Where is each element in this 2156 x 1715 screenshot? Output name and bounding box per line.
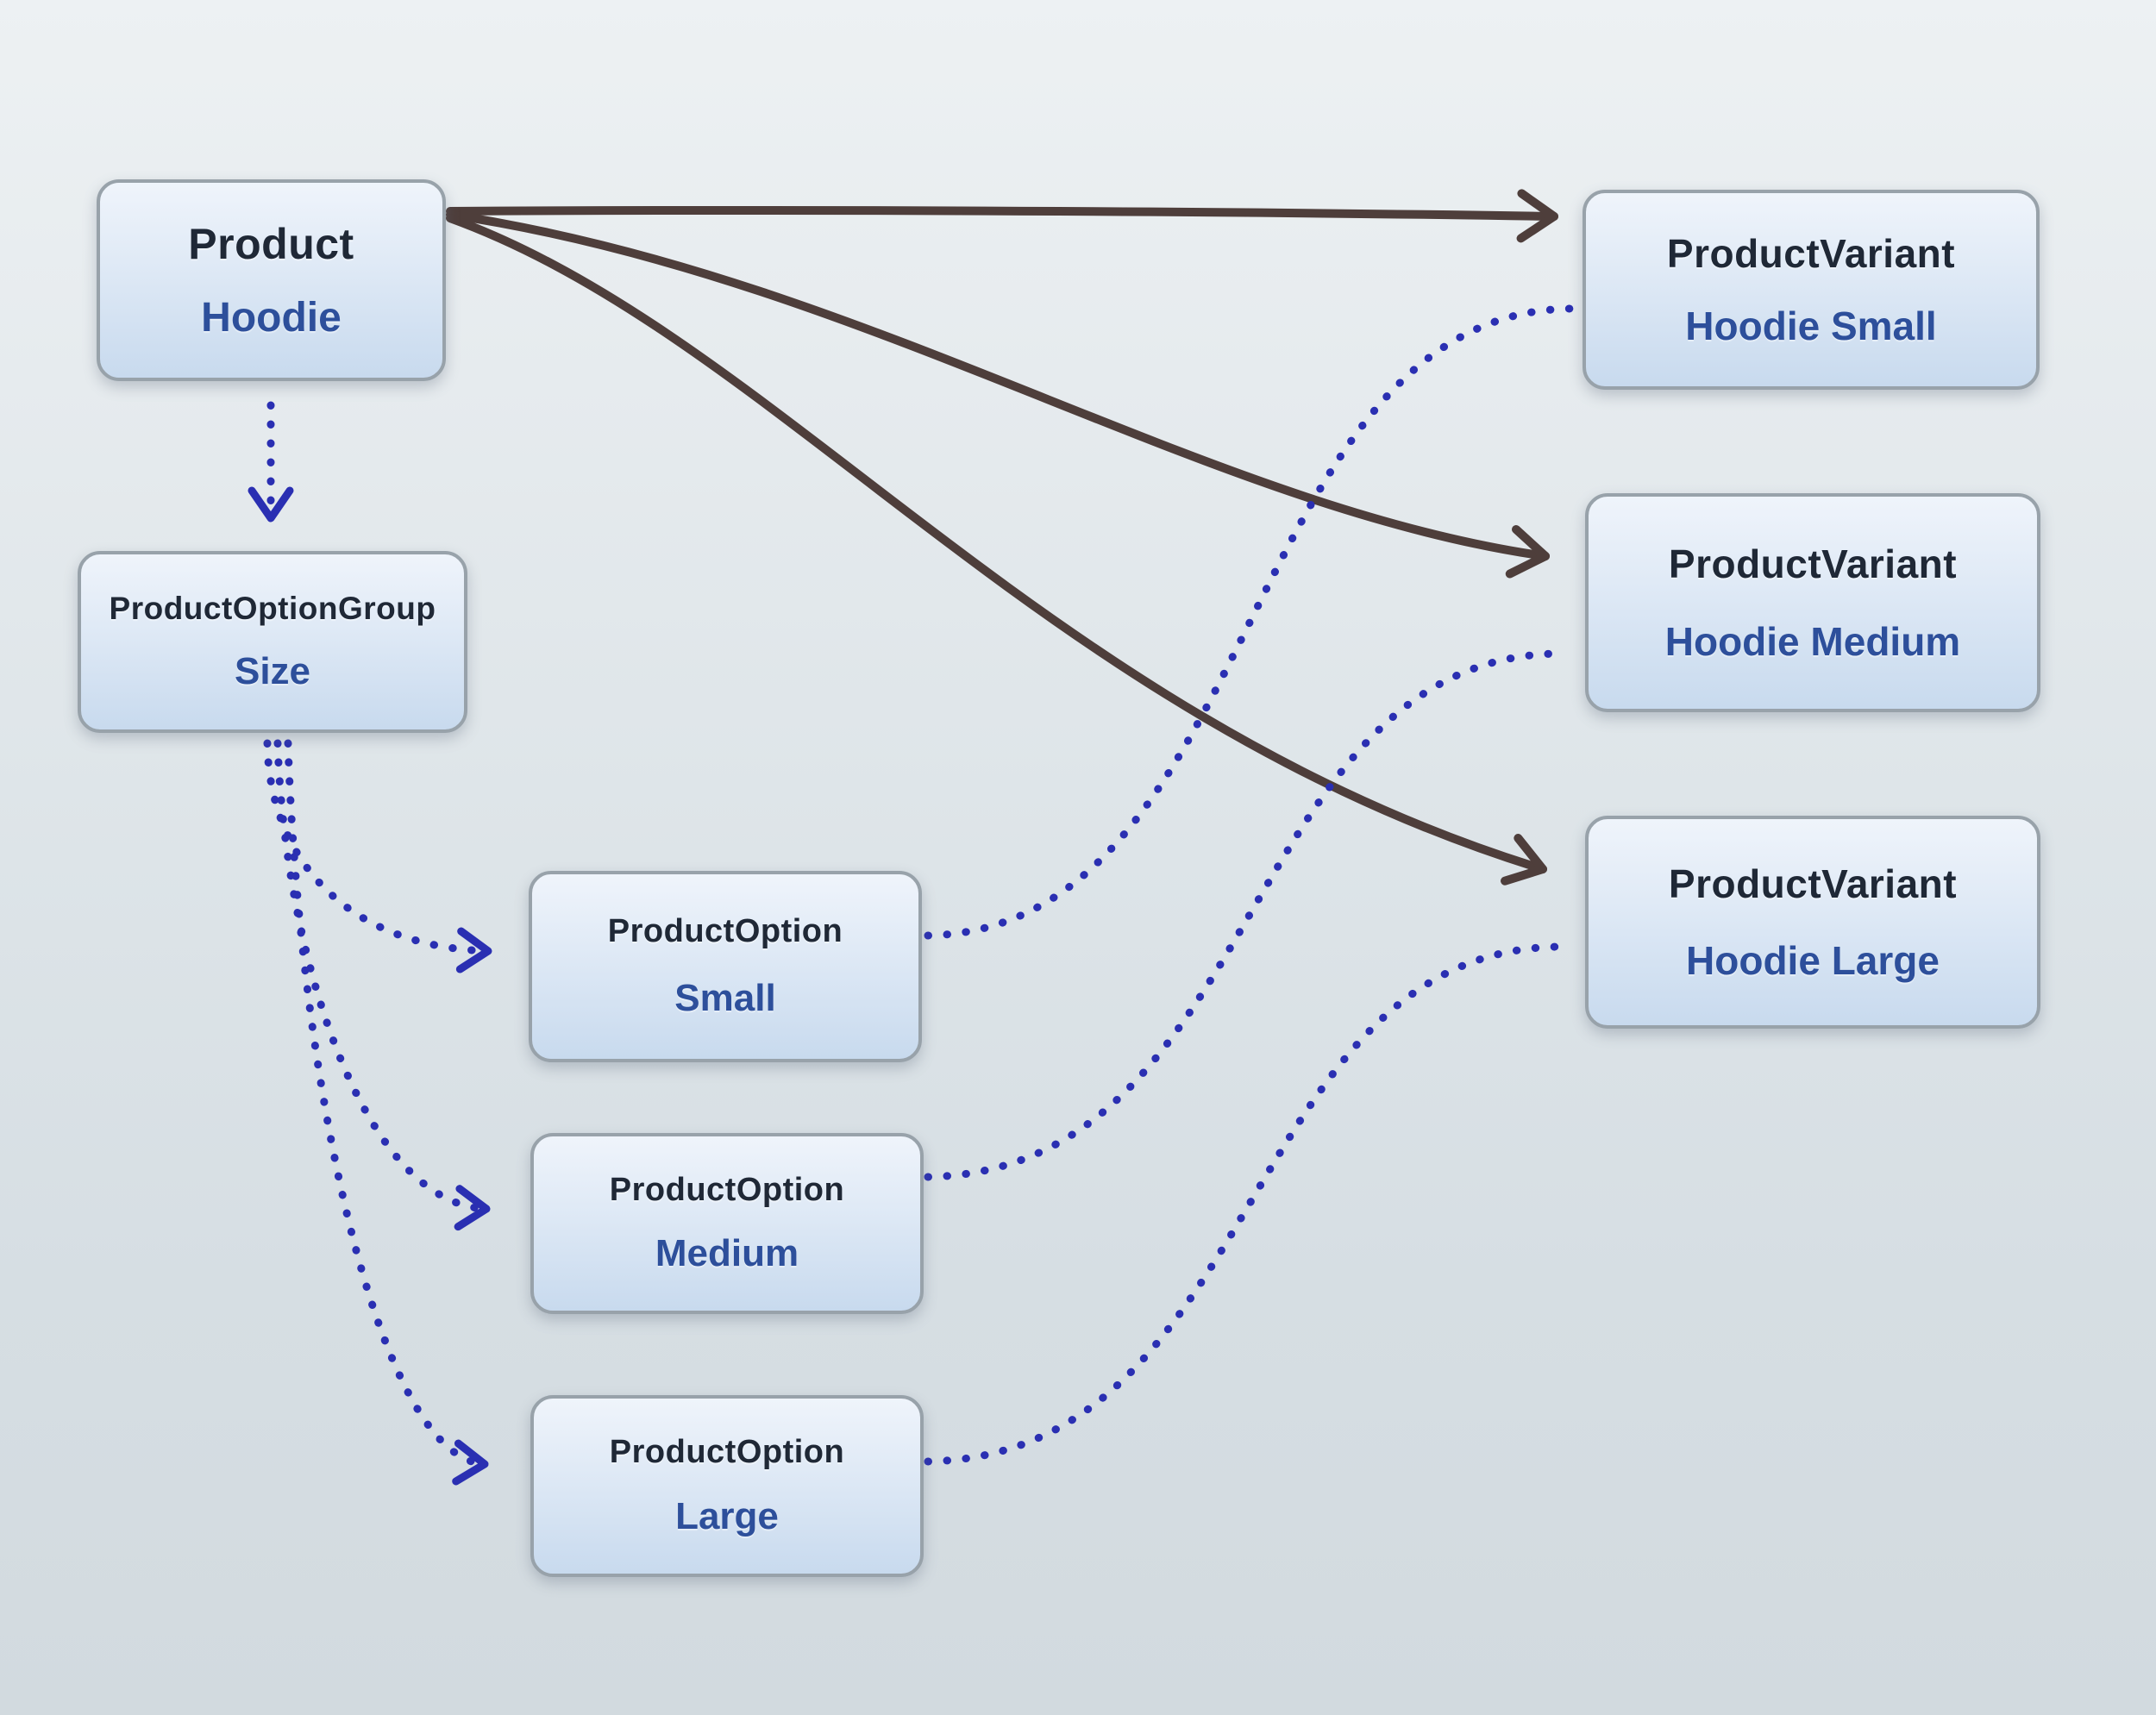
node-option-large-title: ProductOption [609, 1434, 845, 1471]
node-variant-small: ProductVariant Hoodie Small [1583, 190, 2040, 390]
node-option-small-subtitle: Small [674, 977, 776, 1019]
node-variant-small-title: ProductVariant [1666, 231, 1956, 277]
node-option-small-title: ProductOption [607, 913, 843, 949]
node-option-medium-title: ProductOption [609, 1172, 845, 1208]
edge-group-to-option-medium [273, 739, 491, 1231]
edge-product-to-variant-medium [446, 210, 1550, 579]
node-option-group-subtitle: Size [234, 650, 311, 693]
node-variant-large-title: ProductVariant [1668, 861, 1958, 907]
node-option-medium: ProductOption Medium [530, 1133, 924, 1314]
node-variant-large: ProductVariant Hoodie Large [1585, 816, 2040, 1029]
node-option-small: ProductOption Small [529, 871, 922, 1062]
node-variant-medium-title: ProductVariant [1668, 541, 1958, 586]
node-option-group: ProductOptionGroup Size [78, 551, 467, 733]
node-product: Product Hoodie [97, 179, 446, 381]
node-option-medium-subtitle: Medium [655, 1232, 799, 1274]
node-option-large-subtitle: Large [675, 1494, 779, 1537]
node-variant-small-subtitle: Hoodie Small [1685, 303, 1937, 348]
node-product-title: Product [188, 220, 354, 269]
node-product-subtitle: Hoodie [201, 294, 342, 341]
node-variant-large-subtitle: Hoodie Large [1686, 937, 1940, 983]
edge-group-to-option-small [263, 739, 492, 973]
node-variant-medium-subtitle: Hoodie Medium [1664, 619, 1961, 665]
node-option-large: ProductOption Large [530, 1395, 924, 1577]
node-variant-medium: ProductVariant Hoodie Medium [1585, 493, 2040, 712]
edge-option-large-to-variant-large [924, 942, 1562, 1466]
edge-product-to-variant-small [446, 189, 1558, 243]
node-option-group-title: ProductOptionGroup [109, 590, 436, 626]
edge-group-to-option-large [284, 739, 489, 1486]
edge-product-to-variant-large [446, 214, 1547, 886]
edge-option-small-to-variant-small [924, 304, 1574, 940]
edge-option-medium-to-variant-medium [924, 649, 1562, 1181]
